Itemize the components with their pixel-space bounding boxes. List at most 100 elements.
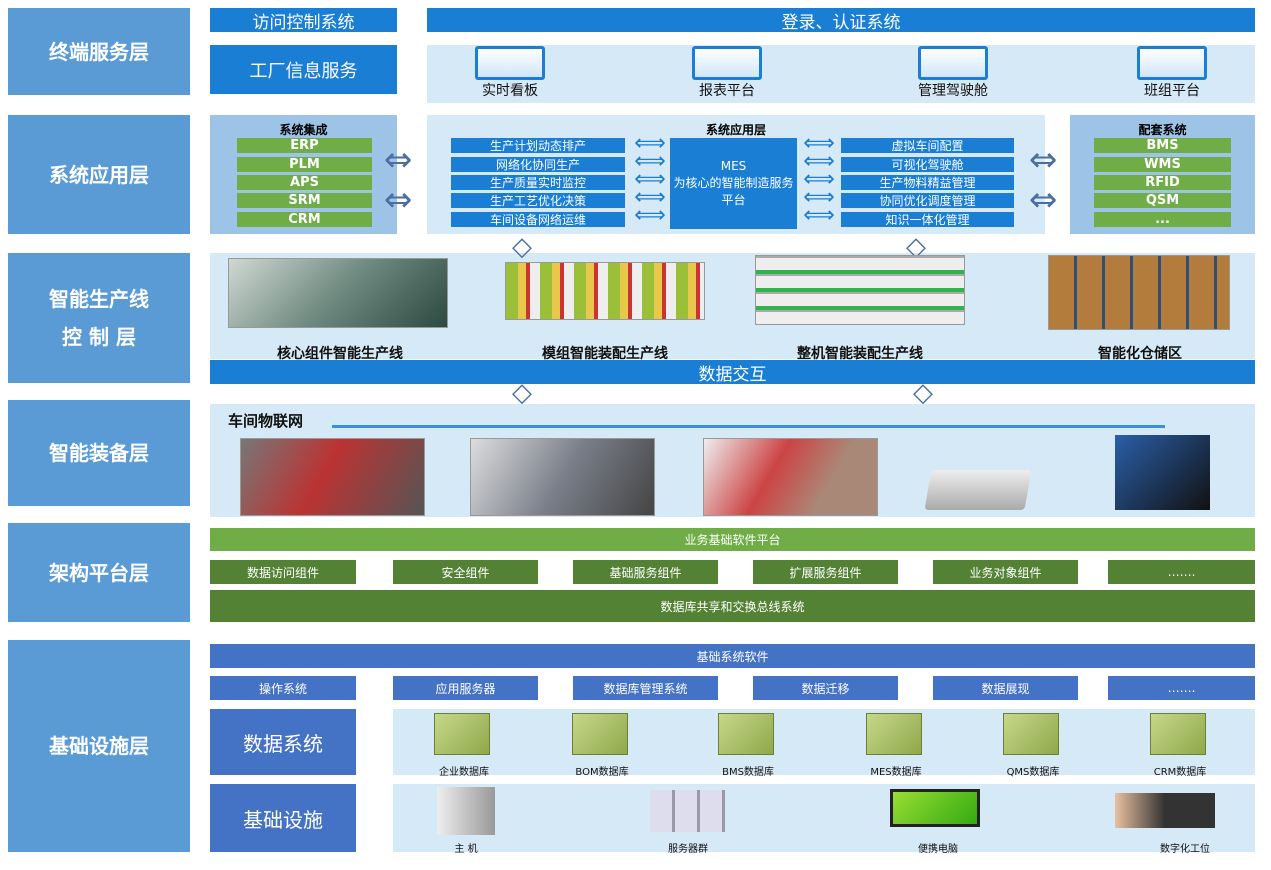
- support-title: 配套系统: [1138, 123, 1187, 137]
- system-qsm: QSM: [1094, 193, 1231, 208]
- system-srm: SRM: [237, 193, 372, 208]
- db-server-icon: CRM数据库: [1150, 713, 1206, 778]
- layer-terminal: 终端服务层: [8, 8, 190, 95]
- base-software-bar: 基础系统软件: [210, 644, 1255, 668]
- db-server-icon: BMS数据库: [718, 713, 774, 778]
- app-layer-title: 系统应用层: [705, 123, 766, 137]
- database-bus-bar: 数据库共享和交换总线系统: [210, 590, 1255, 622]
- system-erp: ERP: [237, 138, 372, 153]
- integration-title: 系统集成: [279, 123, 328, 137]
- robot-image: [240, 438, 425, 516]
- platform-component: …….: [1108, 560, 1255, 584]
- app-function: 网络化协同生产: [451, 157, 625, 172]
- factory-info-service: 工厂信息服务: [210, 45, 397, 94]
- app-function: 可视化驾驶舱: [841, 157, 1014, 172]
- platform-component: 扩展服务组件: [753, 560, 898, 584]
- db-server-icon: MES数据库: [866, 713, 922, 778]
- double-arrow-icon: ⇔: [1029, 140, 1058, 180]
- platform-component: 业务对象组件: [933, 560, 1078, 584]
- app-function: 生产计划动态排产: [451, 138, 625, 153]
- system-plm: PLM: [237, 157, 372, 172]
- application-panel: 系统应用层 生产计划动态排产 网络化协同生产 生产质量实时监控 生产工艺优化决策…: [427, 115, 1045, 234]
- base-software-item: 操作系统: [210, 676, 356, 700]
- double-arrow-icon: ⇔: [384, 180, 413, 220]
- integration-panel: 系统集成 ERP PLM APS SRM CRM: [210, 115, 397, 234]
- app-function: 虚拟车间配置: [841, 138, 1014, 153]
- app-report: 报表平台: [692, 46, 762, 100]
- line-label: 整机智能装配生产线: [797, 346, 923, 362]
- assembly-line-image: [755, 255, 965, 325]
- db-server-icon: BOM数据库: [572, 713, 629, 778]
- data-exchange-bar: 数据交互: [210, 360, 1255, 385]
- system-more: ...: [1094, 212, 1231, 227]
- app-function: 生产质量实时监控: [451, 175, 625, 190]
- business-platform-bar: 业务基础软件平台: [210, 528, 1255, 551]
- base-software-item: 数据展现: [933, 676, 1078, 700]
- arrows-left: ⟺⟺⟺⟺⟺: [634, 131, 666, 228]
- support-panel: 配套系统 BMS WMS RFID QSM ...: [1070, 115, 1255, 234]
- app-function: 车间设备网络运维: [451, 212, 625, 227]
- app-function: 生产工艺优化决策: [451, 193, 625, 208]
- layer-application: 系统应用层: [8, 115, 190, 234]
- app-function: 生产物料精益管理: [841, 175, 1014, 190]
- platform-component: 数据访问组件: [210, 560, 356, 584]
- line-label: 模组智能装配生产线: [542, 346, 668, 362]
- forklift-image: [1115, 435, 1210, 510]
- device-label: 数字化工位: [1160, 844, 1210, 855]
- system-crm: CRM: [237, 212, 372, 227]
- laptop-icon: [890, 789, 980, 827]
- access-control-system: 访问控制系统: [210, 8, 397, 33]
- app-function: 知识一体化管理: [841, 212, 1014, 227]
- layer-platform: 架构平台层: [8, 523, 190, 622]
- layer-production: 智能生产线控 制 层: [8, 253, 190, 383]
- system-bms: BMS: [1094, 138, 1231, 153]
- monitor-icon: [692, 46, 762, 80]
- app-cockpit: 管理驾驶舱: [918, 46, 988, 100]
- app-team: 班组平台: [1137, 46, 1207, 100]
- mes-line: MES: [720, 159, 747, 173]
- double-arrow-icon: ⇔: [1029, 180, 1058, 220]
- layer-equipment: 智能装备层: [8, 400, 190, 506]
- db-label: BOM数据库: [575, 767, 629, 778]
- monitor-icon: [475, 46, 545, 80]
- device-panel: [393, 784, 1255, 852]
- agv-image: [924, 470, 1032, 510]
- robot-image: [703, 438, 878, 516]
- device-label: 便携电脑: [918, 844, 958, 855]
- data-system-label: 数据系统: [210, 709, 356, 775]
- db-server-icon: QMS数据库: [1003, 713, 1059, 778]
- device-label: 服务器群: [668, 844, 708, 855]
- db-label: MES数据库: [870, 767, 922, 778]
- server-cluster-icon: [650, 790, 725, 832]
- mes-platform: MES 为核心的智能制造服务平台: [670, 138, 797, 229]
- database-panel: [393, 709, 1255, 775]
- host-computer-icon: [437, 787, 495, 835]
- module-line-image: [505, 262, 705, 320]
- iot-label: 车间物联网: [228, 412, 304, 430]
- layer-production-l2: 控 制 层: [62, 325, 136, 349]
- app-function: 协同优化调度管理: [841, 193, 1014, 208]
- db-server-icon: 企业数据库: [434, 713, 490, 778]
- db-label: CRM数据库: [1153, 767, 1207, 778]
- arrows-right: ⟺⟺⟺⟺⟺: [803, 131, 835, 228]
- line-label: 智能化仓储区: [1098, 346, 1182, 362]
- app-dashboard: 实时看板: [475, 46, 545, 100]
- app-label: 实时看板: [482, 83, 538, 99]
- platform-component: 安全组件: [393, 560, 538, 584]
- double-arrow-icon: ⇔: [384, 140, 413, 180]
- db-label: QMS数据库: [1006, 767, 1060, 778]
- db-label: BMS数据库: [722, 767, 774, 778]
- warehouse-image: [1048, 255, 1230, 330]
- mes-line: 为核心的智能制造服务: [673, 176, 794, 190]
- layer-infrastructure: 基础设施层: [8, 640, 190, 852]
- platform-component: 基础服务组件: [573, 560, 718, 584]
- mes-line: 平台: [721, 193, 746, 207]
- db-label: 企业数据库: [439, 767, 489, 778]
- system-rfid: RFID: [1094, 175, 1231, 190]
- line-label: 核心组件智能生产线: [277, 346, 403, 362]
- monitor-icon: [918, 46, 988, 80]
- robot-image: [470, 438, 655, 516]
- base-software-item: 应用服务器: [393, 676, 538, 700]
- base-software-item: …….: [1108, 676, 1255, 700]
- app-label: 报表平台: [699, 83, 755, 99]
